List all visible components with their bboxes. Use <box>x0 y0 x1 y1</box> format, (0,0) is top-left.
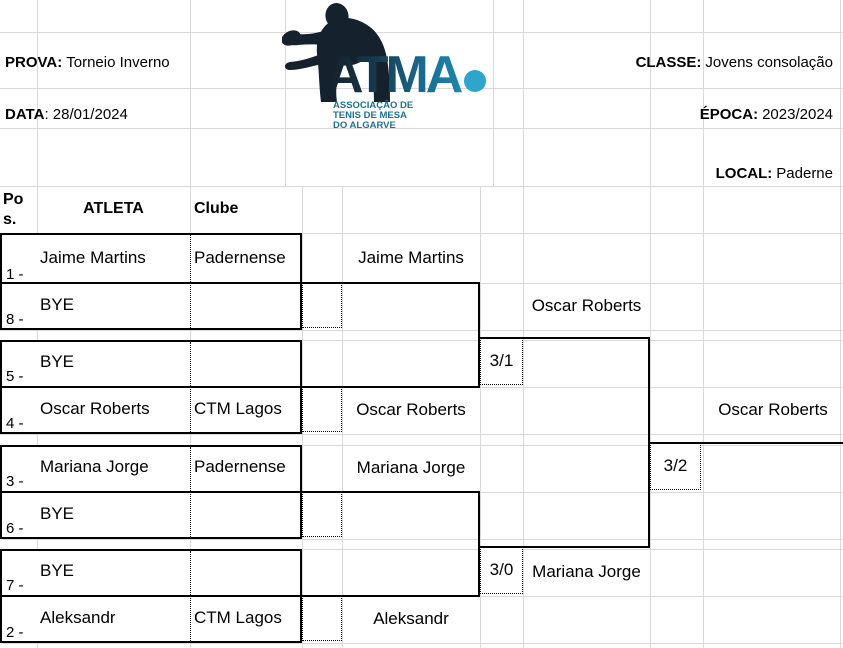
classe-label: CLASSE: <box>635 54 702 71</box>
gridline-vertical <box>703 0 704 648</box>
semifinal-score-cell: 3/1 <box>480 338 523 385</box>
gridline-vertical <box>480 186 481 648</box>
gridline-vertical <box>650 0 651 648</box>
connector-quarter-bottom <box>302 491 480 597</box>
round2-name: Mariana Jorge <box>356 458 466 478</box>
gridline-horizontal <box>0 186 843 187</box>
athlete-name: BYE <box>40 504 75 524</box>
final-winner-line <box>650 442 843 444</box>
gridline-horizontal <box>0 233 843 234</box>
round2-name: Jaime Martins <box>358 247 464 267</box>
gridline-horizontal <box>0 643 843 644</box>
athlete-name: Aleksandr <box>40 608 116 628</box>
pos-label: 3 - <box>6 473 24 490</box>
athlete-name: BYE <box>40 295 75 315</box>
club-name: Padernense <box>194 457 286 477</box>
atma-brand-text: ATMA <box>326 46 463 104</box>
round2-name: Aleksandr <box>373 609 449 629</box>
club-divider <box>190 235 191 328</box>
athlete-name: Oscar Roberts <box>40 399 150 419</box>
club-name: Padernense <box>194 247 286 267</box>
gridline-horizontal <box>0 330 843 331</box>
gridline-horizontal <box>0 128 843 129</box>
gridline-vertical <box>523 0 524 648</box>
pair-box-1 <box>0 233 302 330</box>
gridline-horizontal <box>0 445 843 446</box>
pos-label: 6 - <box>6 520 24 537</box>
local-value: Paderne <box>776 165 833 182</box>
column-header-pos: Pos. <box>3 191 24 228</box>
column-header-clube: Clube <box>194 200 239 217</box>
gridline-vertical <box>840 0 841 648</box>
connector-quarter-top <box>302 282 480 388</box>
data-field: DATA: 28/01/2024 <box>5 106 128 123</box>
semifinal-winner: Oscar Roberts <box>531 296 642 316</box>
pos-label: 2 - <box>6 624 24 641</box>
pos-label: 8 - <box>6 311 24 328</box>
round2-name: Oscar Roberts <box>356 400 466 420</box>
athlete-name: Mariana Jorge <box>40 457 149 477</box>
final-winner: Oscar Roberts <box>718 400 828 420</box>
gridline-vertical <box>493 0 494 186</box>
gridline-horizontal <box>0 434 843 435</box>
club-name: CTM Lagos <box>194 399 282 419</box>
pair-divider <box>0 282 302 284</box>
gridline-horizontal <box>0 539 843 540</box>
r1-score-cell <box>302 492 342 537</box>
gridline-vertical <box>342 186 343 648</box>
pair-divider <box>0 595 302 597</box>
pair-divider <box>0 491 302 493</box>
pos-label: 1 - <box>6 266 24 283</box>
atma-org-text: ASSOCIAÇÃO DE TENIS DE MESA DO ALGARVE <box>333 100 416 128</box>
data-value: : 28/01/2024 <box>44 106 128 123</box>
prova-label: PROVA: <box>5 54 63 71</box>
r1-score-cell <box>302 387 342 432</box>
atma-dot <box>464 70 486 92</box>
final-score-cell: 3/2 <box>650 443 701 490</box>
pair-divider <box>0 386 302 388</box>
athlete-name: BYE <box>40 352 75 372</box>
r1-score-cell <box>302 596 342 641</box>
gridline-vertical <box>285 0 286 186</box>
local-label: LOCAL: <box>715 165 773 182</box>
atma-logo: ATMA ASSOCIAÇÃO DE TENIS DE MESA DO ALGA… <box>282 3 486 128</box>
connector-semifinal <box>480 337 650 548</box>
player-silhouette-icon <box>282 3 390 103</box>
pos-label: 7 - <box>6 577 24 594</box>
local-field: LOCAL:Paderne <box>0 165 833 182</box>
r1-score-cell <box>302 283 342 328</box>
classe-field: CLASSE:Jovens consolação <box>0 54 833 71</box>
gridline-horizontal <box>0 549 843 550</box>
epoca-field: ÉPOCA:2023/2024 <box>0 106 833 123</box>
gridline-horizontal <box>0 340 843 341</box>
prova-field: PROVA:Torneio Inverno <box>5 54 170 71</box>
gridline-horizontal <box>0 88 843 89</box>
athlete-name: BYE <box>40 561 75 581</box>
athlete-name: Jaime Martins <box>40 247 146 267</box>
epoca-value: 2023/2024 <box>762 106 833 123</box>
pos-label: 4 - <box>6 415 24 432</box>
column-header-atleta: ATLETA <box>83 200 144 217</box>
pos-label: 5 - <box>6 368 24 385</box>
semifinal-winner: Mariana Jorge <box>532 562 641 582</box>
semifinal-score-cell: 3/0 <box>480 547 523 594</box>
epoca-label: ÉPOCA: <box>699 106 759 123</box>
prova-value: Torneio Inverno <box>66 54 170 71</box>
classe-value: Jovens consolação <box>705 54 833 71</box>
club-name: CTM Lagos <box>194 608 282 628</box>
gridline-horizontal <box>0 32 843 33</box>
data-label: DATA <box>5 106 45 123</box>
